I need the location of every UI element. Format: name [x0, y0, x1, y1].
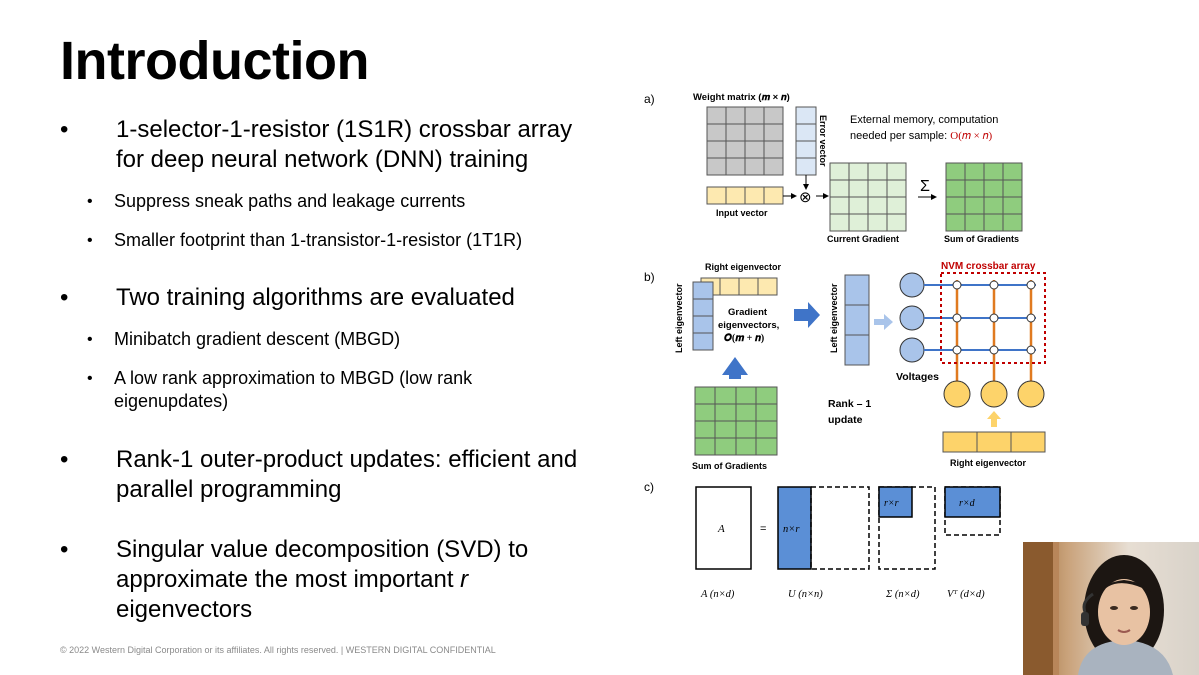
bullet-marker: • [60, 536, 69, 563]
footer: © 2022 Western Digital Corporation or it… [60, 645, 496, 655]
presenter-webcam [1023, 542, 1199, 675]
nvm-crossbar-label: NVM crossbar array [941, 261, 1036, 272]
panel-c-label: c) [644, 480, 654, 494]
figure-diagram: a) Weight matrix (𝒎 × 𝒏) Error vector ⊗ … [644, 92, 1046, 600]
weight-matrix-grid [706, 106, 784, 176]
panel-a-label: a) [644, 92, 655, 106]
bullet-text-italic: r [460, 566, 469, 593]
bullet-text: Minibatch gradient descent (MBGD) [114, 329, 401, 349]
sigma-symbol: Σ [920, 178, 930, 195]
external-memory-line2: needed per sample: O(𝑚 × 𝑛) [850, 130, 992, 142]
yellow-up-arrow-icon [987, 411, 1001, 427]
page-title: Introduction [60, 31, 369, 91]
left-eigenvector-box-2 [844, 274, 870, 366]
matrix-V-label: r×d [959, 498, 976, 509]
matrix-V-filled [944, 486, 1001, 518]
error-vector-box [795, 106, 817, 176]
right-eigenvector-top-label: Right eigenvector [705, 262, 782, 272]
bullet-text: Two training algorithms are evaluated [116, 284, 515, 311]
error-vector-label: Error vector [818, 115, 828, 167]
sum-of-gradients-grid-b [694, 386, 778, 456]
input-vector-box [706, 186, 784, 205]
gradient-complexity: 𝑶(𝒎 + 𝒏) [724, 332, 764, 344]
weight-matrix-label: Weight matrix (𝒎 × 𝒏) [693, 92, 790, 103]
sum-of-gradients-label-a: Sum of Gradients [944, 234, 1019, 244]
rank-update-2: update [828, 414, 863, 426]
bullet-text: 1-selector-1-resistor (1S1R) crossbar ar… [116, 116, 573, 173]
crossbar-array [899, 272, 1046, 408]
gradient-eigenvectors-2: eigenvectors, [718, 320, 779, 331]
otimes-symbol: ⊗ [799, 189, 812, 206]
bullet-text-part: eigenvectors [116, 596, 253, 623]
input-vector-label: Input vector [716, 208, 768, 218]
bullet-marker: • [60, 446, 69, 473]
caption-V: Vᵀ (d×d) [947, 589, 985, 600]
caption-Sigma: Σ (n×d) [885, 589, 920, 600]
bullet-marker: • [87, 370, 93, 387]
left-eigenvector-box [692, 281, 714, 351]
right-eigenvector-bottom [942, 431, 1046, 453]
current-gradient-grid [829, 162, 907, 232]
matrix-Sigma-label: r×r [884, 498, 899, 509]
matrix-U-dashed [810, 486, 870, 570]
right-eigenvector-bottom-label: Right eigenvector [950, 458, 1027, 468]
matrix-Sigma-filled [878, 486, 913, 518]
panel-b-label: b) [644, 270, 655, 284]
rank-update-1: Rank – 1 [828, 398, 871, 410]
sum-of-gradients-grid-a [945, 162, 1023, 232]
bullet-text: Smaller footprint than 1-transistor-1-re… [114, 230, 523, 250]
external-memory-line1: External memory, computation [850, 114, 998, 126]
caption-U: U (n×n) [788, 589, 823, 600]
left-eigenvector-label-2: Left eigenvector [829, 283, 839, 353]
left-eigenvector-label: Left eigenvector [674, 283, 684, 353]
presenter-face [1098, 579, 1150, 645]
light-arrow-icon [874, 314, 893, 330]
bullet-marker: • [87, 232, 93, 249]
bullet-text: Singular value decomposition (SVD) to ap… [116, 535, 606, 625]
right-arrow-icon [794, 302, 820, 328]
equals-sign: = [760, 523, 766, 535]
voltages-label: Voltages [896, 371, 939, 383]
bullet-text: Rank-1 outer-product updates: efficient … [116, 446, 578, 503]
matrix-A [695, 486, 752, 570]
bullet-text: Suppress sneak paths and leakage current… [114, 191, 466, 211]
bullet-marker: • [87, 331, 93, 348]
current-gradient-label: Current Gradient [827, 234, 899, 244]
bullet-marker: • [87, 193, 93, 210]
matrix-U-filled [777, 486, 812, 570]
matrix-A-label: A [717, 523, 725, 535]
bullet-text-part: Singular value decomposition (SVD) to ap… [116, 536, 529, 593]
bullet-marker: • [60, 284, 69, 311]
bullet-text: A low rank approximation to MBGD (low ra… [114, 368, 473, 411]
up-arrow-icon [722, 357, 748, 379]
bullet-marker: • [60, 116, 69, 143]
gradient-eigenvectors-1: Gradient [728, 307, 768, 318]
bullet-1: • 1-selector-1-resistor (1S1R) crossbar … [60, 115, 600, 177]
caption-A: A (n×d) [700, 589, 735, 600]
sum-of-gradients-label-b: Sum of Gradients [692, 461, 767, 471]
matrix-U-label: n×r [783, 524, 800, 535]
